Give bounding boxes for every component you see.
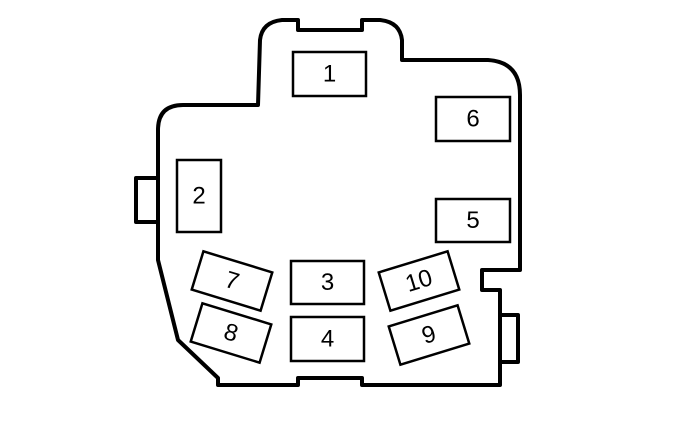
fuse-slot-4: 4 bbox=[289, 315, 366, 363]
fuse-slot-9: 9 bbox=[387, 303, 471, 367]
fuse-slot-4-label: 4 bbox=[321, 326, 334, 353]
fuse-slot-6: 6 bbox=[434, 95, 512, 143]
fuse-slot-3-label: 3 bbox=[321, 269, 334, 296]
left-connector-tab bbox=[134, 176, 160, 224]
fuse-slot-1-label: 1 bbox=[323, 61, 336, 88]
fuse-slot-7: 7 bbox=[190, 249, 274, 313]
fuse-slot-5: 5 bbox=[434, 197, 512, 244]
right-connector-tab bbox=[498, 313, 520, 364]
fuse-slot-2-label: 2 bbox=[192, 183, 205, 210]
fuse-slot-8: 8 bbox=[189, 301, 273, 365]
fuse-slot-5-label: 5 bbox=[466, 207, 479, 234]
fuse-slot-6-label: 6 bbox=[466, 106, 479, 133]
fuse-slot-1: 1 bbox=[291, 50, 368, 98]
fuse-slot-10: 10 bbox=[377, 249, 461, 313]
housing-outline bbox=[156, 18, 522, 387]
fuse-slot-3: 3 bbox=[289, 259, 366, 306]
fuse-slot-2: 2 bbox=[175, 158, 223, 234]
